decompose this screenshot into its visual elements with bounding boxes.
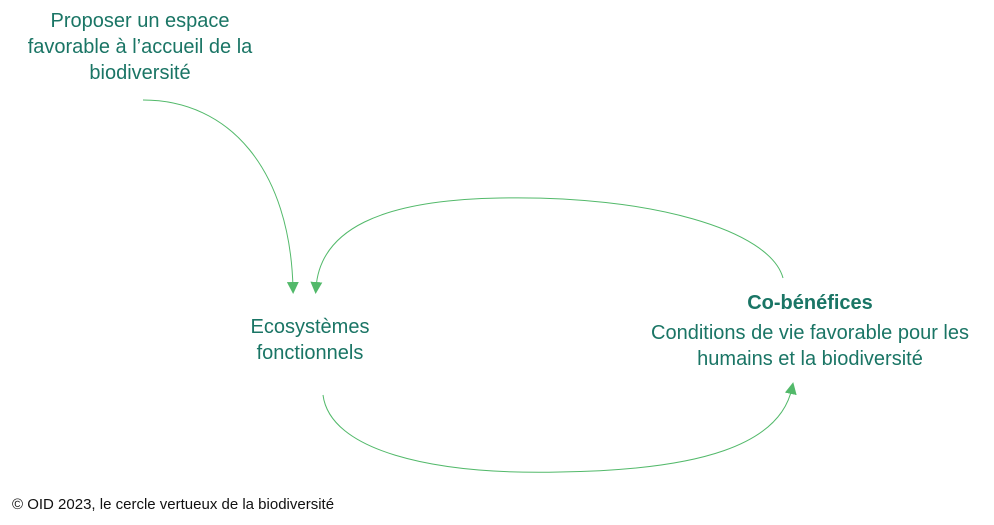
copyright-caption: © OID 2023, le cercle vertueux de la bio… xyxy=(12,496,335,513)
node-cobenefits-body: Conditions de vie favorable pour les hum… xyxy=(651,322,969,370)
input-label: Proposer un espace favorable à l’accueil… xyxy=(27,10,253,84)
node-ecosystems: Ecosystèmes fonctionnels xyxy=(250,316,370,364)
arrow-input-to-ecosystems xyxy=(142,99,299,294)
arrow-cobenefits-to-ecosystems xyxy=(310,197,784,294)
node-cobenefits-title: Co-bénéfices xyxy=(747,292,873,314)
arrow-ecosystems-to-cobenefits xyxy=(322,382,797,473)
